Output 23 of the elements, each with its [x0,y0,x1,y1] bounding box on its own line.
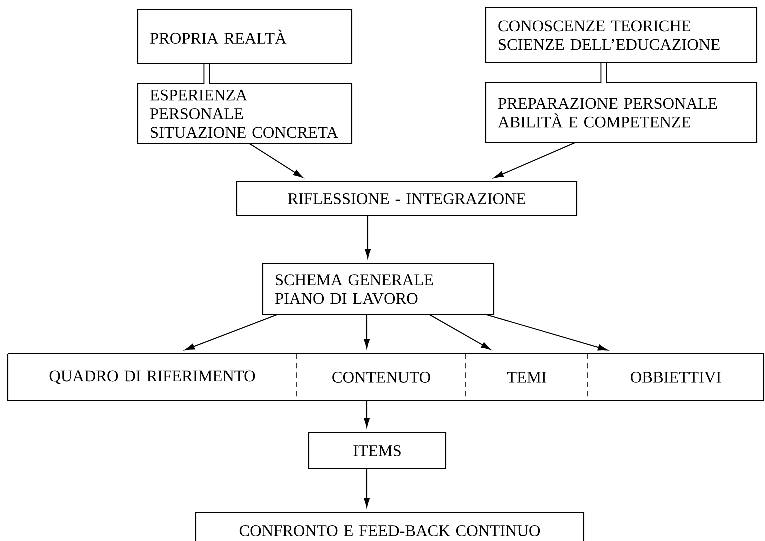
text-box: SCHEMA GENERALE PIANO DI LAVORO [262,263,495,316]
table-cell: TEMI [466,353,588,402]
arrow [185,314,278,350]
table-cell: CONTENUTO [297,353,466,402]
arrow [364,400,370,428]
arrow [364,216,372,259]
arrow [364,468,370,508]
text-box: PROPRIA REALTÀ [137,9,353,65]
text-box: RIFLESSIONE - INTEGRAZIONE [236,181,578,217]
arrow [486,314,608,351]
text-box: ESPERIENZA PERSONALE SITUAZIONE CONCRETA [137,83,353,145]
arrow [364,314,370,349]
double-line [204,64,210,84]
arrow [494,142,576,178]
table-cell: QUADRO DI RIFERIMENTO [7,353,298,402]
text-box: PREPARAZIONE PERSONALE ABILITÀ E COMPETENZE [485,82,758,144]
text-box: CONFRONTO E FEED-BACK CONTINUO [195,512,585,541]
text-box: CONOSCENZE TEORICHE SCIENZE DELL’EDUCAZIONE [485,7,758,64]
text-box: ITEMS [308,432,447,470]
arrow [430,314,491,350]
table-cell: OBBIETTIVI [588,353,765,402]
double-line [600,63,608,83]
arrow [250,144,304,178]
